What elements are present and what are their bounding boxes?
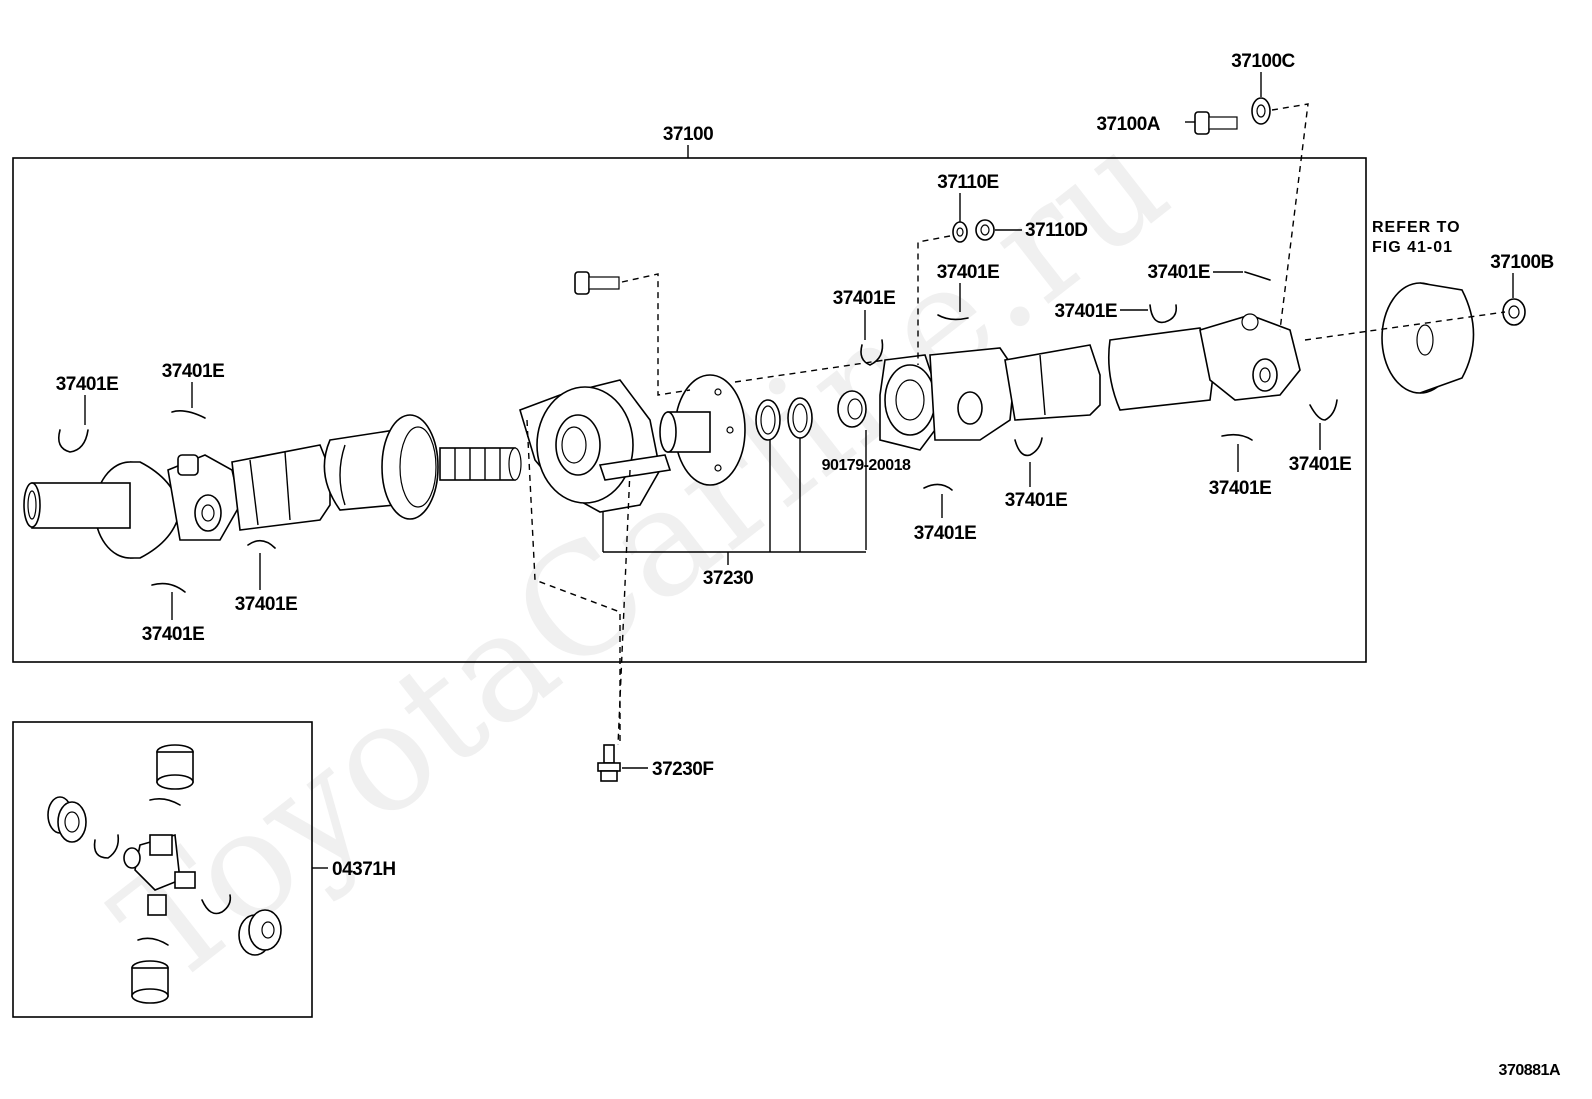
nut-37100B — [1502, 298, 1526, 326]
snap-ring-clips — [57, 271, 1338, 593]
refer-note-line-1: REFER TO — [1372, 219, 1461, 236]
label-37401E: 37401E — [235, 594, 298, 615]
rear-flange-yoke — [879, 347, 1016, 451]
companion-flange — [1381, 282, 1475, 394]
center-flange — [659, 374, 746, 486]
front-yoke — [23, 461, 181, 559]
label-37230F: 37230F — [652, 759, 713, 780]
label-37110D: 37110D — [1025, 220, 1088, 241]
label-37100C: 37100C — [1231, 51, 1295, 72]
dashed-assembly-lines — [526, 103, 1506, 746]
joint-kit-parts — [47, 744, 282, 1004]
front-tube — [231, 429, 409, 531]
label-90179-20018: 90179-20018 — [822, 457, 911, 474]
nut-37110D — [975, 219, 995, 241]
center-bolt — [574, 271, 620, 295]
label-37100: 37100 — [663, 124, 713, 145]
label-37100B: 37100B — [1490, 252, 1554, 273]
spacer-rings — [755, 397, 813, 441]
label-37401E: 37401E — [937, 262, 1000, 283]
bolt-37230F — [597, 744, 621, 782]
label-37401E: 37401E — [1147, 262, 1210, 283]
label-37401E: 37401E — [833, 288, 896, 309]
label-37401E: 37401E — [56, 374, 119, 395]
rear-tube — [1004, 327, 1216, 421]
label-37110E: 37110E — [937, 172, 998, 193]
label-37100A: 37100A — [1096, 114, 1160, 135]
label-37401E: 37401E — [914, 523, 977, 544]
center-support-bearing — [519, 379, 672, 513]
leader-lines — [84, 72, 1514, 869]
label-37401E: 37401E — [142, 624, 205, 645]
refer-note-line-2: FIG 41-01 — [1372, 239, 1453, 256]
washer-37110E — [952, 221, 968, 243]
label-04371H: 04371H — [332, 859, 396, 880]
label-37401E: 37401E — [1054, 301, 1117, 322]
label-37401E: 37401E — [162, 361, 225, 382]
part-90179-20018 — [837, 390, 867, 428]
assembly-frame — [12, 157, 1367, 663]
label-37401E: 37401E — [1209, 478, 1272, 499]
label-37401E: 37401E — [1289, 454, 1352, 475]
front-universal-joint — [167, 454, 241, 541]
bolt-37100A — [1194, 111, 1238, 135]
rear-universal-joint — [1199, 313, 1301, 401]
joint-kit-frame — [12, 721, 313, 1018]
washer-37100C — [1251, 97, 1271, 125]
figure-code: 370881A — [1499, 1062, 1561, 1079]
front-spline-shaft — [381, 414, 522, 520]
label-37401E: 37401E — [1005, 490, 1068, 511]
label-37230: 37230 — [703, 568, 753, 589]
